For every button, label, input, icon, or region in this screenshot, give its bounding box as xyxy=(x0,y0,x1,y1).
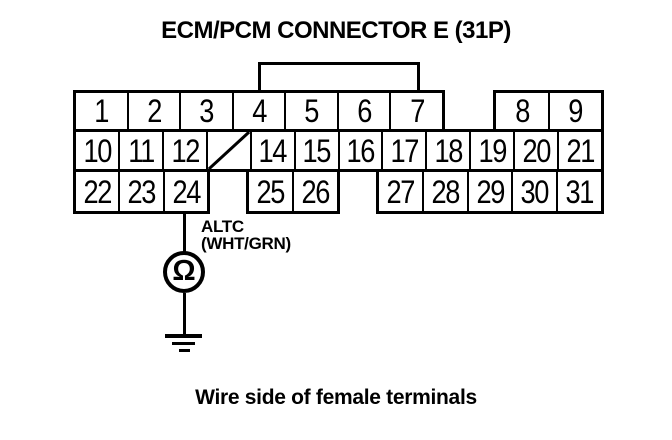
terminal-cell-20: 20 xyxy=(513,132,557,169)
terminal-cell-28: 28 xyxy=(421,172,467,211)
terminal-number: 17 xyxy=(390,132,420,169)
terminal-cell-1: 1 xyxy=(76,93,127,129)
terminal-number: 26 xyxy=(301,173,331,210)
terminal-number: 29 xyxy=(476,173,505,210)
terminal-cell-31: 31 xyxy=(556,172,601,211)
terminal-number: 1 xyxy=(94,93,109,129)
terminal-cell-27: 27 xyxy=(379,172,422,211)
ground-bar-3 xyxy=(179,349,190,352)
test-wire-upper xyxy=(183,211,186,254)
terminal-number: 8 xyxy=(514,93,530,129)
terminal-number: 10 xyxy=(83,132,112,169)
terminal-number: 5 xyxy=(304,93,320,129)
terminal-cell-24: 24 xyxy=(162,172,207,211)
terminal-cell-12: 12 xyxy=(161,132,206,169)
omega-symbol: Ω xyxy=(172,255,196,287)
terminal-number: 28 xyxy=(431,173,460,210)
terminal-cell-10: 10 xyxy=(76,132,118,169)
terminal-cell-26: 26 xyxy=(292,172,337,211)
terminal-cell-9: 9 xyxy=(547,93,602,129)
terminal-number: 3 xyxy=(199,93,215,129)
terminal-cell-17: 17 xyxy=(381,132,425,169)
terminal-cell-3: 3 xyxy=(179,93,232,129)
terminal-number: 7 xyxy=(409,93,425,129)
terminal-cell-22: 22 xyxy=(76,172,118,211)
terminal-cell-14: 14 xyxy=(249,132,294,169)
terminal-row-3-right: 27 28 29 30 31 xyxy=(376,169,604,214)
terminal-number: 23 xyxy=(127,173,157,210)
terminal-number: 20 xyxy=(522,132,551,169)
terminal-cell-7: 7 xyxy=(389,93,442,129)
terminal-number: 30 xyxy=(520,173,550,210)
wire-color-label: (WHT/GRN) xyxy=(201,234,291,253)
terminal-number: 19 xyxy=(478,132,507,169)
terminal-number: 25 xyxy=(256,173,286,210)
ground-bar-2 xyxy=(172,342,195,345)
ohmmeter-icon: Ω xyxy=(163,251,205,293)
terminal-number: 12 xyxy=(170,132,200,169)
terminal-cell-29: 29 xyxy=(466,172,512,211)
terminal-number: 24 xyxy=(171,173,201,210)
terminal-row-3-left: 22 23 24 xyxy=(73,169,210,214)
ground-icon xyxy=(165,334,202,338)
signal-name-label: ALTC xyxy=(201,217,244,236)
terminal-cell-6: 6 xyxy=(336,93,390,129)
terminal-row-1-left: 1 2 3 4 5 6 7 xyxy=(73,90,445,132)
terminal-number: 16 xyxy=(346,132,376,169)
terminal-row-3-mid: 25 26 xyxy=(246,169,340,214)
diagram-title: ECM/PCM CONNECTOR E (31P) xyxy=(161,17,511,44)
terminal-number: 11 xyxy=(128,132,155,169)
terminal-number: 27 xyxy=(386,173,416,210)
terminal-number: 15 xyxy=(302,132,332,169)
terminal-cell-11: 11 xyxy=(117,132,162,169)
terminal-number: 4 xyxy=(252,93,267,129)
terminal-cell-23: 23 xyxy=(118,172,162,211)
terminal-number: 2 xyxy=(146,93,162,129)
terminal-cell-18: 18 xyxy=(425,132,469,169)
terminal-number: 6 xyxy=(357,93,372,129)
terminal-cell-2: 2 xyxy=(126,93,180,129)
terminal-number: 14 xyxy=(258,132,288,169)
terminal-number: 21 xyxy=(566,132,595,169)
diagram-caption: Wire side of female terminals xyxy=(195,386,477,409)
terminal-cell-25: 25 xyxy=(249,172,292,211)
terminal-row-2: 10 11 12 14 15 16 17 18 19 20 21 xyxy=(73,129,604,172)
test-wire-lower xyxy=(183,293,186,335)
terminal-cell-4: 4 xyxy=(231,93,285,129)
terminal-number: 31 xyxy=(565,173,595,210)
terminal-cell-19: 19 xyxy=(469,132,513,169)
connector-key-tab xyxy=(258,62,420,94)
terminal-number: 9 xyxy=(568,93,583,129)
terminal-cell-blank xyxy=(205,132,250,169)
terminal-cell-30: 30 xyxy=(511,172,556,211)
terminal-cell-5: 5 xyxy=(284,93,337,129)
terminal-number: 22 xyxy=(83,173,112,210)
wire-label: ALTC (WHT/GRN) xyxy=(201,218,291,252)
terminal-number: 18 xyxy=(434,132,463,169)
terminal-cell-21: 21 xyxy=(557,132,601,169)
terminal-cell-16: 16 xyxy=(337,132,382,169)
terminal-cell-8: 8 xyxy=(496,93,548,129)
terminal-cell-15: 15 xyxy=(293,132,338,169)
